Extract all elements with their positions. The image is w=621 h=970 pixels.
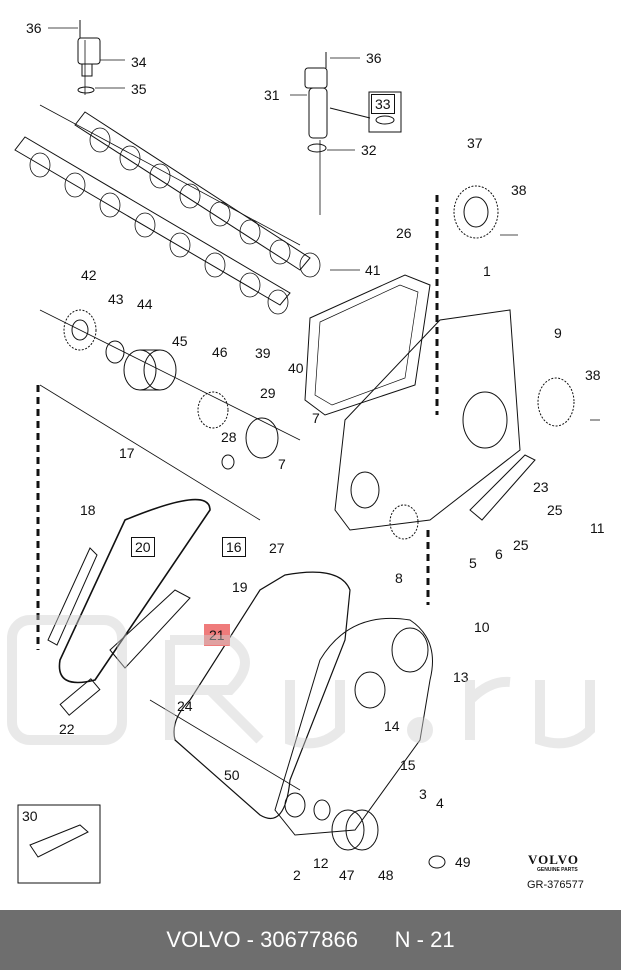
- callout-25a: 25: [547, 502, 563, 518]
- guide-lines: [39, 40, 321, 791]
- callout-26: 26: [396, 225, 412, 241]
- callout-43: 43: [108, 291, 124, 307]
- leader-lines: [48, 27, 600, 421]
- callout-5: 5: [469, 555, 477, 571]
- callout-7b: 7: [278, 456, 286, 472]
- callout-38a: 38: [511, 182, 527, 198]
- callout-4: 4: [436, 795, 444, 811]
- callout-35: 35: [131, 81, 147, 97]
- callout-30: 30: [22, 808, 38, 824]
- tensioner-guide-19: [109, 589, 191, 669]
- callout-7a: 7: [312, 410, 320, 426]
- callout-39: 39: [255, 345, 271, 361]
- timing-housing-1: [334, 309, 521, 531]
- callout-2: 2: [293, 867, 301, 883]
- callout-44: 44: [137, 296, 153, 312]
- callout-36b: 36: [366, 50, 382, 66]
- cover-gasket-27: [173, 571, 351, 820]
- solenoid-31: [304, 52, 371, 153]
- bracket-5: [469, 454, 536, 521]
- callout-12: 12: [313, 855, 329, 871]
- brand-logo: VOLVO: [528, 852, 579, 867]
- solenoid-valve-34: [77, 20, 101, 94]
- seal-28: [221, 454, 235, 470]
- callout-38b: 38: [585, 367, 601, 383]
- callout-28: 28: [221, 429, 237, 445]
- camshaft-41: [14, 136, 291, 315]
- gear-9: [537, 377, 575, 427]
- dashed-boundaries: [36, 195, 439, 650]
- part-number-footer: VOLVO - 30677866 N - 21: [0, 910, 621, 970]
- camshaft-39: [74, 111, 321, 278]
- callout-49: 49: [455, 854, 471, 870]
- callout-27: 27: [269, 540, 285, 556]
- gasket-26: [304, 274, 431, 416]
- callout-15: 15: [400, 757, 416, 773]
- callout-17: 17: [119, 445, 135, 461]
- pulley-47: [331, 809, 379, 851]
- callout-50: 50: [224, 767, 240, 783]
- callout-36a: 36: [26, 20, 42, 36]
- washer-49: [428, 855, 446, 869]
- sealant-30: [17, 804, 101, 884]
- callout-46: 46: [212, 344, 228, 360]
- callout-1: 1: [483, 263, 491, 279]
- seal-29: [245, 417, 279, 459]
- callout-47: 47: [339, 867, 355, 883]
- brand-subtitle: GENUINE PARTS: [537, 867, 578, 873]
- callout-32: 32: [361, 142, 377, 158]
- drawing-number: GR-376577: [527, 879, 584, 891]
- box-33: [368, 91, 402, 133]
- callout-22: 22: [59, 721, 75, 737]
- callout-41: 41: [365, 262, 381, 278]
- callout-9: 9: [554, 325, 562, 341]
- callout-13: 13: [453, 669, 469, 685]
- sleeve-44: [123, 349, 177, 391]
- callout-29: 29: [260, 385, 276, 401]
- sprocket-37: [453, 185, 499, 239]
- chain-guide-18: [47, 547, 98, 646]
- footer-text: VOLVO - 30677866 N - 21: [166, 927, 455, 952]
- ring-43: [105, 340, 125, 364]
- sprocket-42: [63, 309, 97, 351]
- callout-34: 34: [131, 54, 147, 70]
- callout-23: 23: [533, 479, 549, 495]
- callout-16: 16: [222, 537, 246, 557]
- callout-11: 11: [590, 520, 605, 536]
- seal-12: [313, 799, 331, 821]
- callout-25b: 25: [513, 537, 529, 553]
- callout-24: 24: [177, 698, 193, 714]
- callout-18: 18: [80, 502, 96, 518]
- callout-14: 14: [384, 718, 400, 734]
- callout-40: 40: [288, 360, 304, 376]
- front-cover-10: [274, 617, 433, 836]
- exploded-parts-diagram: [14, 20, 600, 884]
- callout-19: 19: [232, 579, 248, 595]
- callout-6: 6: [495, 546, 503, 562]
- sprocket-46: [197, 391, 229, 429]
- callout-37: 37: [467, 135, 483, 151]
- tensioner-22: [59, 678, 101, 716]
- callout-31: 31: [264, 87, 280, 103]
- chain-20: [58, 498, 211, 684]
- callout-8: 8: [395, 570, 403, 586]
- callout-48: 48: [378, 867, 394, 883]
- callout-42: 42: [81, 267, 97, 283]
- callout-45: 45: [172, 333, 188, 349]
- callout-33: 33: [371, 94, 395, 114]
- callout-10: 10: [474, 619, 490, 635]
- callout-21-highlighted: 21: [204, 624, 230, 646]
- callout-3: 3: [419, 786, 427, 802]
- callout-20: 20: [131, 537, 155, 557]
